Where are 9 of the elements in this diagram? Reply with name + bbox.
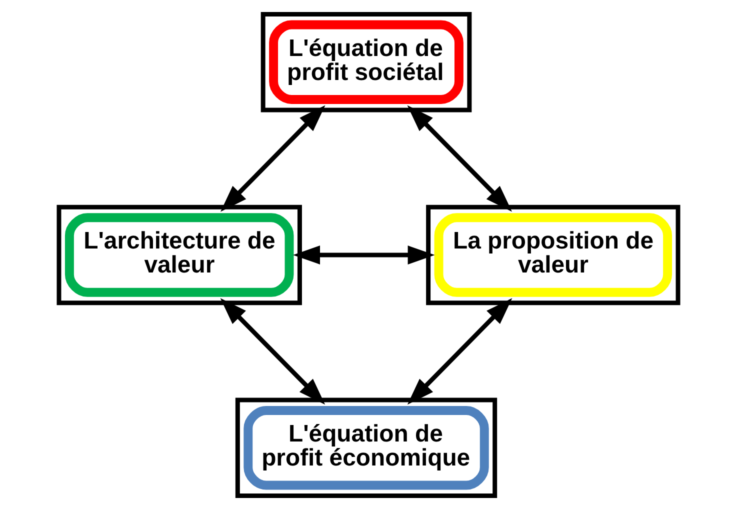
node-box: L'équation de profit sociétal [260, 12, 472, 112]
node-box: La proposition de valeur [426, 204, 680, 306]
arrow [293, 246, 435, 264]
node-box: L'équation de profit économique [235, 398, 498, 498]
node-box: L'architecture de valeur [56, 204, 302, 306]
arrow [407, 298, 512, 405]
arrow [407, 105, 512, 212]
arrow [220, 105, 326, 212]
arrow [220, 298, 326, 405]
